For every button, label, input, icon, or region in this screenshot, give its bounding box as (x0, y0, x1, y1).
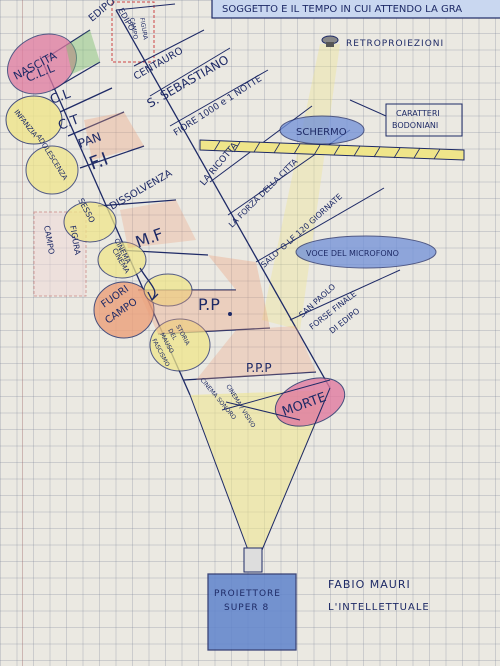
corner-campo: CAMPO (128, 17, 139, 40)
upper-labels: SOGGETTO E IL TEMPO IN CUI ATTENDO LA GR… (222, 4, 462, 130)
shot-fill-fi (84, 112, 144, 160)
label-pp: P.P (198, 295, 220, 314)
shot-fill-ppp (196, 326, 316, 380)
sesso-oval (63, 201, 117, 243)
projector-cone (189, 379, 331, 573)
shot-fill-cll (66, 30, 100, 74)
super8-label: SUPER 8 (224, 603, 269, 613)
light-beam (190, 390, 330, 550)
fuori-campo-oval (93, 281, 155, 339)
retro-label: RETROPROIEZIONI (346, 39, 444, 49)
label-ct: C.T (56, 112, 81, 133)
striped-bar (199, 139, 465, 161)
author-subtitle: L'INTELLETTUALE (328, 602, 430, 613)
schermo-oval (279, 115, 365, 145)
margin-line (22, 0, 23, 666)
sog-oval (143, 273, 193, 307)
retro-light-beam (262, 44, 340, 330)
shot-fill-mf (120, 200, 196, 248)
projector-lamp-icon (321, 35, 339, 47)
cinema-oval (97, 241, 147, 279)
title-edipo: EDIPO (87, 0, 118, 24)
caratteri-box (385, 103, 463, 137)
arrow-icon (139, 267, 159, 302)
voce-oval (295, 235, 437, 269)
author-name: FABIO MAURI (328, 578, 411, 591)
voce-label: VOCE DEL MICROFONO (306, 249, 399, 258)
bodoniani-label: BODONIANI (392, 121, 438, 130)
nascita-oval (7, 33, 77, 95)
projector-box (207, 573, 297, 651)
schermo-label: SCHERMO (296, 127, 347, 138)
corner-box (111, 1, 155, 63)
title-centauro: CENTAURO (132, 45, 185, 82)
top-banner-box (211, 0, 500, 19)
corner-figura: FIGURA (138, 17, 149, 41)
striped-bar-hatching (213, 140, 441, 160)
bottom-labels: PROIETTORE SUPER 8 FABIO MAURI L'INTELLE… (214, 578, 430, 613)
caratteri-label: CARATTERI (396, 109, 440, 118)
infanzia-oval (5, 95, 63, 145)
label-cl: C.L (48, 86, 73, 107)
storia-oval (149, 318, 211, 372)
projector-label: PROIETTORE (214, 589, 281, 599)
label-ppp: P.P.P (246, 361, 272, 375)
top-banner-text: SOGGETTO E IL TEMPO IN CUI ATTENDO LA GR… (222, 4, 462, 15)
shot-fill-pp (138, 255, 270, 334)
adolescenza-oval (25, 145, 79, 195)
